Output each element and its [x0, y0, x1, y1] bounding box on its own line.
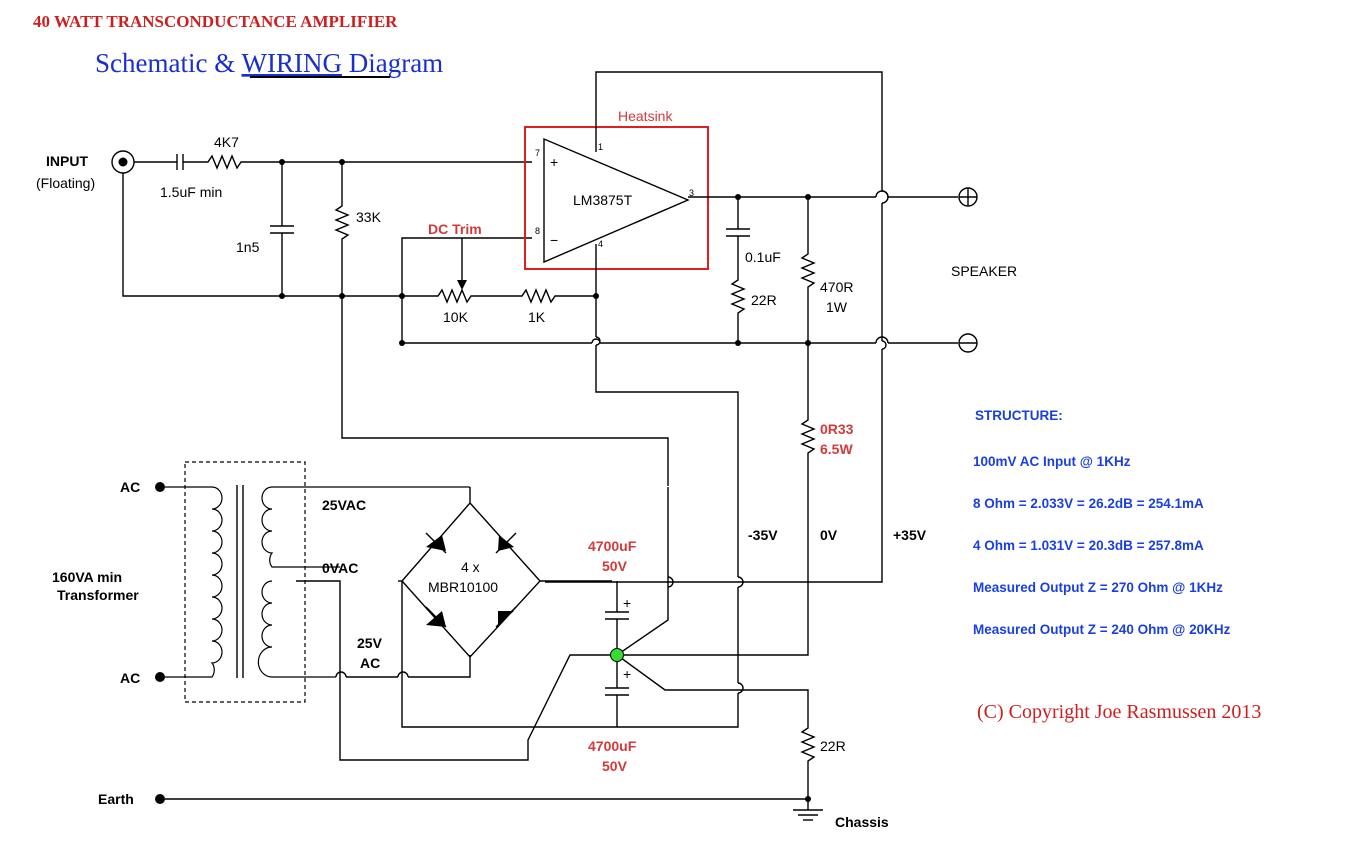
transformer-box — [184, 461, 306, 703]
input-label: INPUT — [46, 153, 88, 169]
ac-bottom-label: AC — [120, 670, 140, 686]
r-0r33-watt-label: 6.5W — [820, 441, 853, 457]
structure-line-5: Measured Output Z = 240 Ohm @ 20KHz — [973, 622, 1231, 637]
speaker-minus-terminal-icon — [958, 333, 978, 353]
page-title: 40 WATT TRANSCONDUCTANCE AMPLIFIER — [33, 12, 398, 31]
cap-bottom-plus: + — [623, 666, 631, 682]
transformer-primary-icon — [165, 486, 223, 678]
r-33k-label: 33K — [356, 209, 382, 225]
rail-neg35-label: -35V — [748, 527, 778, 543]
structure-heading: STRUCTURE: — [975, 408, 1063, 423]
ac-top-label: AC — [120, 479, 140, 495]
opamp-plus: + — [550, 154, 558, 170]
v25ac-label: 25VAC — [322, 497, 366, 513]
opamp-label: LM3875T — [573, 192, 633, 208]
heatsink-box — [524, 126, 709, 270]
cap-bottom-value-label: 4700uF — [588, 738, 637, 754]
pin-3: 3 — [689, 188, 694, 198]
cap-1n5-label: 1n5 — [236, 239, 260, 255]
r-470r-label: 470R — [820, 279, 853, 295]
cap-top-plus: + — [623, 595, 631, 611]
opamp-icon — [543, 137, 690, 264]
structure-line-2: 8 Ohm = 2.033V = 26.2dB = 254.1mA — [973, 496, 1204, 511]
v0ac-label: 0VAC — [322, 560, 358, 576]
page-subtitle: Schematic & WIRING Diagram — [95, 48, 443, 78]
pin-4: 4 — [598, 239, 603, 249]
v25-label: 25V — [357, 635, 383, 651]
pin-1: 1 — [598, 142, 603, 152]
earth-label: Earth — [98, 791, 134, 807]
input-note: (Floating) — [36, 175, 95, 191]
bridge-label-2: MBR10100 — [428, 579, 498, 595]
r-22r-bottom-label: 22R — [820, 738, 846, 754]
chassis-ground-icon — [793, 799, 823, 821]
r-22r-top-label: 22R — [751, 292, 777, 308]
ac-small-label: AC — [360, 655, 380, 671]
input-jack-icon — [111, 150, 135, 174]
pin-7: 7 — [535, 148, 540, 158]
structure-line-1: 100mV AC Input @ 1KHz — [973, 454, 1131, 469]
structure-line-3: 4 Ohm = 1.031V = 20.3dB = 257.8mA — [973, 538, 1204, 553]
speaker-plus-terminal-icon — [958, 187, 978, 207]
speaker-label: SPEAKER — [951, 263, 1017, 279]
cap-input-label: 1.5uF min — [160, 184, 222, 200]
cap-0u1-label: 0.1uF — [745, 249, 781, 265]
opamp-minus: − — [550, 232, 558, 248]
earth-terminal — [155, 794, 165, 804]
pin-8: 8 — [535, 226, 540, 236]
rail-0v-label: 0V — [820, 527, 838, 543]
transformer-secondary-icon — [257, 486, 470, 678]
bridge-rectifier — [401, 487, 541, 659]
ac-bottom-terminal — [155, 672, 165, 682]
r-0r33-label: 0R33 — [820, 421, 854, 437]
cap-bottom-voltage-label: 50V — [602, 758, 628, 774]
rail-pos35-label: +35V — [893, 527, 927, 543]
ac-top-terminal — [155, 482, 165, 492]
transformer-label-2: Transformer — [57, 587, 139, 603]
pot-10k-label: 10K — [443, 309, 469, 325]
chassis-label: Chassis — [835, 814, 889, 830]
r-470r-watt-label: 1W — [826, 299, 848, 315]
cap-top-value-label: 4700uF — [588, 538, 637, 554]
r-input-label: 4K7 — [214, 134, 239, 150]
heatsink-label: Heatsink — [618, 108, 673, 124]
transformer-label-1: 160VA min — [52, 569, 122, 585]
cap-top-voltage-label: 50V — [602, 558, 628, 574]
r-1k-label: 1K — [528, 309, 546, 325]
copyright-text: (C) Copyright Joe Rasmussen 2013 — [977, 701, 1261, 723]
star-ground-node — [610, 648, 624, 662]
input-capacitor-icon — [176, 154, 184, 170]
bridge-label-1: 4 x — [461, 559, 480, 575]
dc-trim-label: DC Trim — [428, 221, 482, 237]
structure-line-4: Measured Output Z = 270 Ohm @ 1KHz — [973, 580, 1223, 595]
